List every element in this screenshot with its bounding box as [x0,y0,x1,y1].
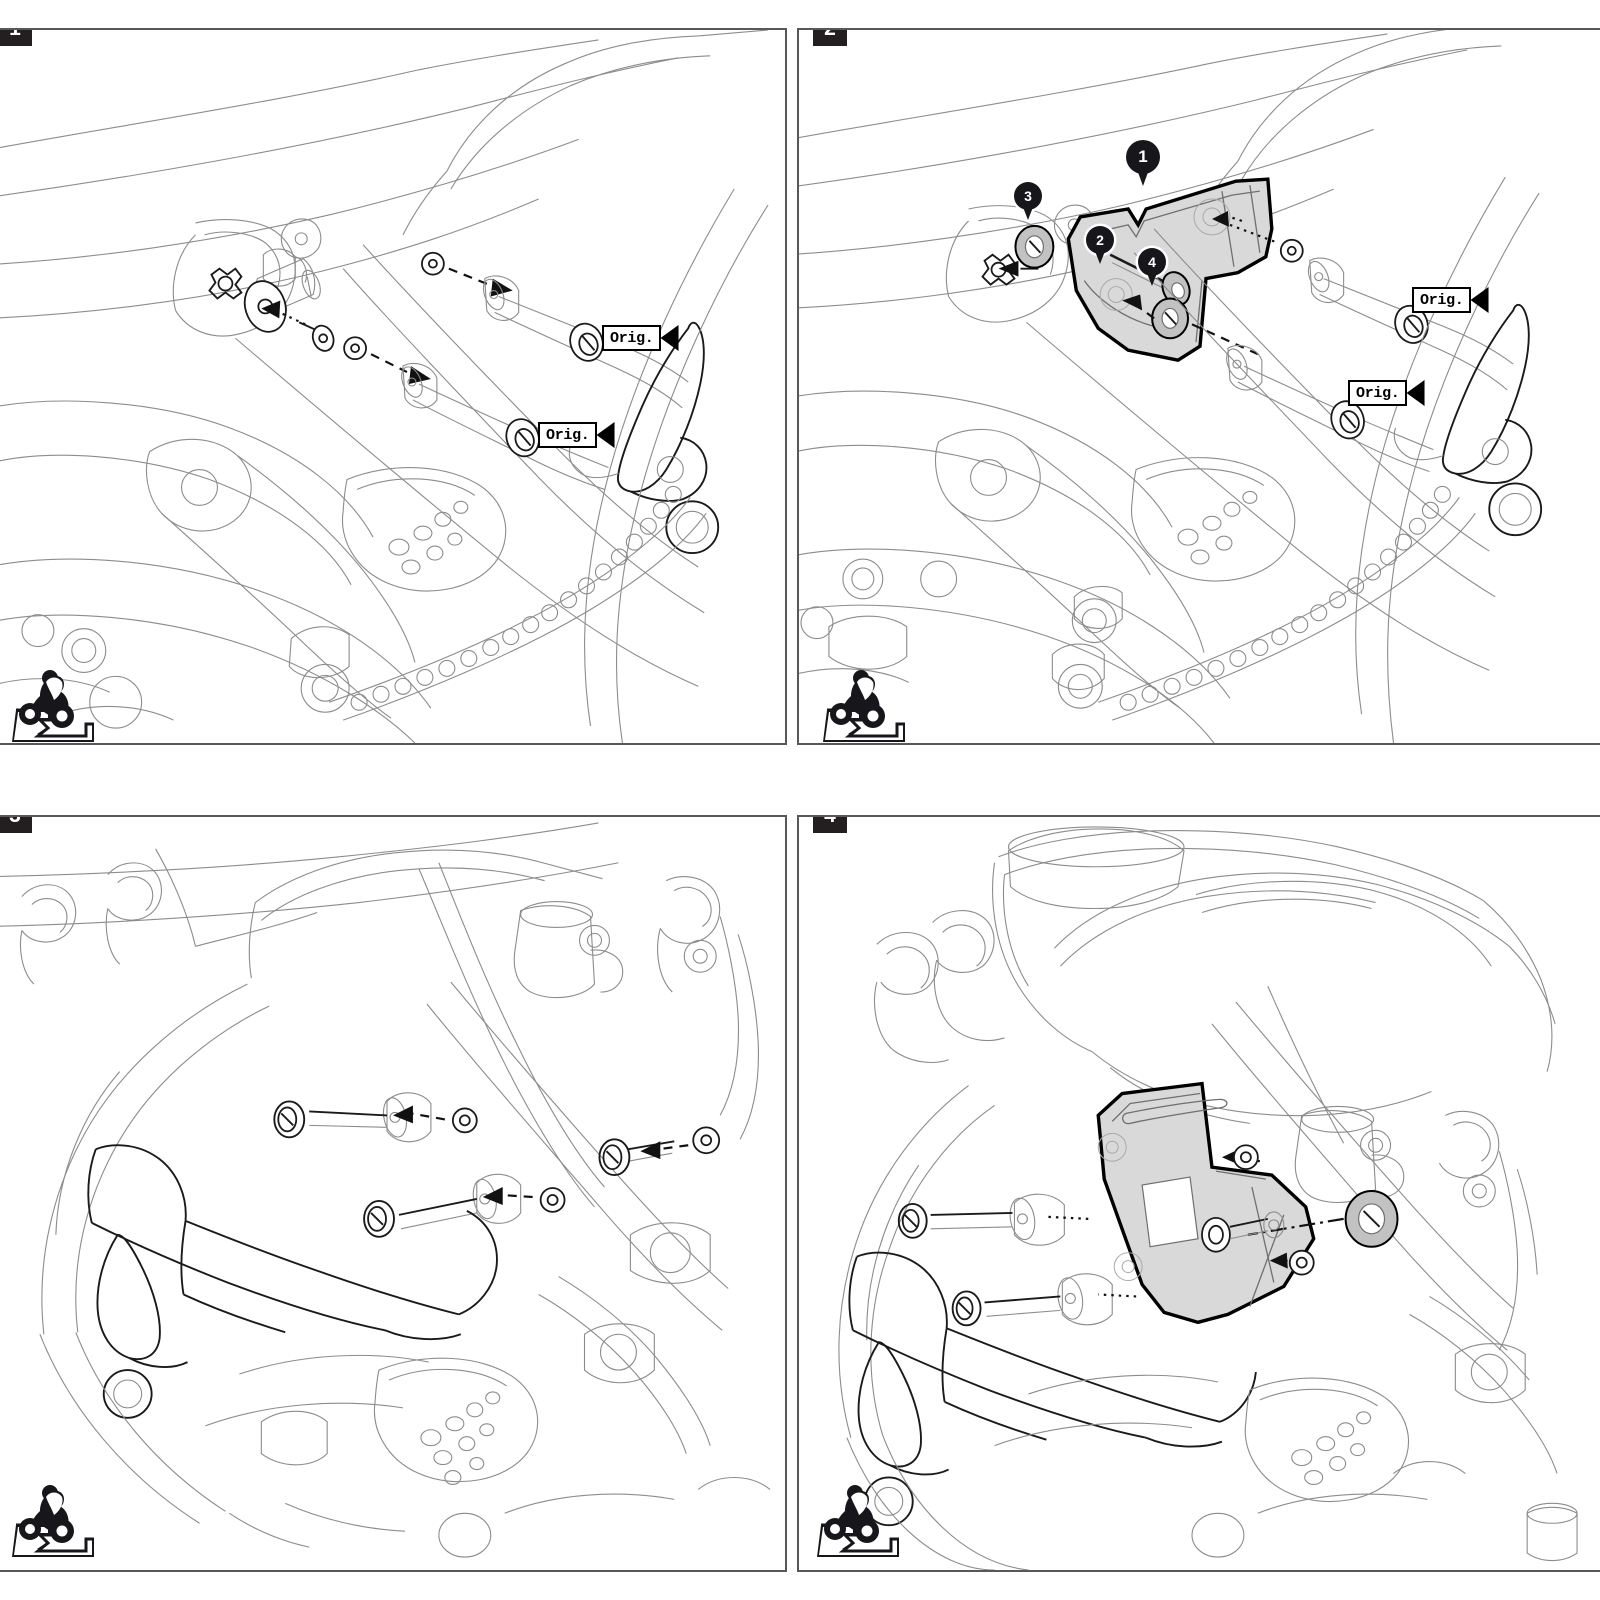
orig-arrow-icon [1406,380,1425,406]
orig-label: Orig. [538,422,615,448]
orig-arrow-icon [660,325,679,351]
pin-tail-icon [1021,202,1035,220]
panel-2-artwork [799,30,1543,743]
motorcycle-rider-on-ramp-icon [823,670,905,742]
panel-2: 2 [797,28,1600,745]
motorcycle-rider-on-ramp-icon [12,1485,94,1557]
callout-pin-3: 3 [1014,182,1042,220]
panel-4-artwork [838,826,1578,1570]
callout-pin-4: 4 [1138,248,1166,286]
panel-4: 4 [797,815,1600,1572]
pin-tail-icon [1135,164,1151,186]
motorcycle-rider-on-ramp-icon [817,1485,899,1557]
panel-1-artwork [0,30,769,743]
panel-4-number: 4 [813,817,847,833]
panel-1: 1 [0,28,787,745]
panel-3-artwork [0,822,771,1558]
panel-3-number: 3 [0,817,32,833]
orig-label: Orig. [602,325,679,351]
orig-arrow-icon [1470,287,1489,313]
orig-label: Orig. [1348,380,1425,406]
orig-arrow-icon [596,422,615,448]
panel-3: 3 [0,815,787,1572]
pin-tail-icon [1093,246,1107,264]
motorcycle-rider-on-ramp-icon [12,670,94,742]
callout-pin-1: 1 [1126,140,1160,186]
orig-label: Orig. [1412,287,1489,313]
pin-tail-icon [1145,268,1159,286]
callout-pin-2: 2 [1086,226,1114,264]
panel-2-number: 2 [813,30,847,46]
panel-1-number: 1 [0,30,32,46]
